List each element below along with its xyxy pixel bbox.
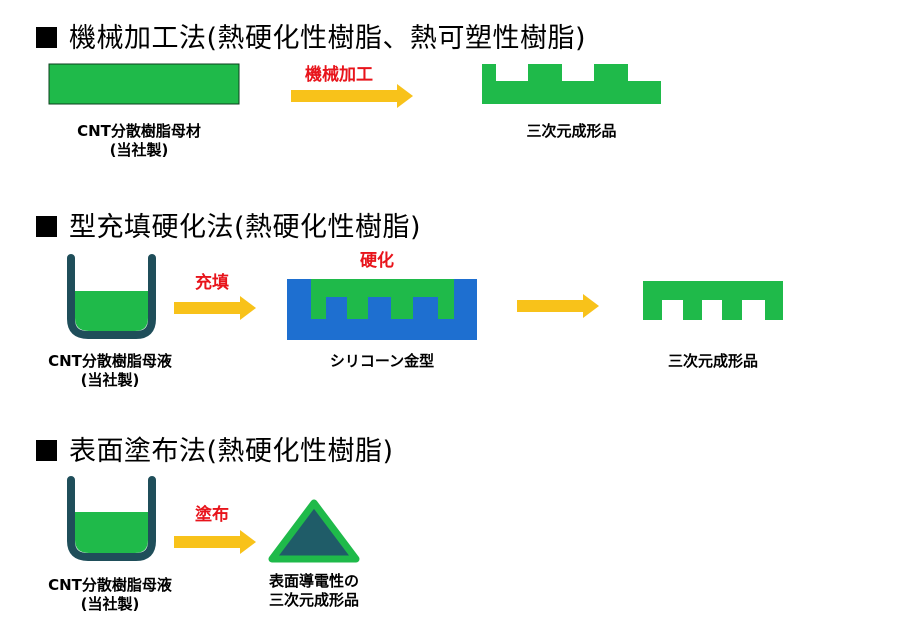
- material-sublabel: (当社製): [109, 141, 169, 159]
- liquid-fill: [75, 512, 148, 553]
- molded-part: [643, 281, 783, 320]
- resin-block: [48, 63, 240, 105]
- heading-text: 型充填硬化法(熱硬化性樹脂): [69, 212, 422, 243]
- step-label: 機械加工: [305, 65, 373, 85]
- product-label: 三次元成形品: [667, 352, 758, 370]
- section-heading-coating: 表面塗布法(熱硬化性樹脂): [36, 429, 394, 468]
- coated-triangle: [268, 499, 360, 563]
- material-name: CNT分散樹脂母液: [48, 576, 172, 594]
- heading-text: 表面塗布法(熱硬化性樹脂): [69, 436, 394, 467]
- step-label: 塗布: [195, 505, 229, 525]
- mold-label: シリコーン金型: [329, 352, 435, 370]
- step-label: 充填: [195, 273, 229, 293]
- heading-text: 機械加工法(熱硬化性樹脂、熱可塑性樹脂): [69, 23, 587, 54]
- bullet-square-icon: [36, 27, 57, 48]
- liquid-container: [67, 476, 156, 561]
- section-heading-mold-fill: 型充填硬化法(熱硬化性樹脂): [36, 205, 421, 244]
- liquid-fill: [75, 291, 148, 331]
- arrow-icon: [174, 530, 256, 554]
- material-label: CNT分散樹脂母液 (当社製): [15, 352, 205, 390]
- section-heading-machining: 機械加工法(熱硬化性樹脂、熱可塑性樹脂): [36, 16, 586, 55]
- mold-filled-resin: [311, 279, 454, 319]
- material-name: CNT分散樹脂母材: [77, 122, 201, 140]
- bullet-square-icon: [36, 216, 57, 237]
- material-sublabel: (当社製): [80, 371, 140, 389]
- material-name: CNT分散樹脂母液: [48, 352, 172, 370]
- product-label: 三次元成形品: [526, 122, 617, 140]
- product-label-line2: 三次元成形品: [268, 591, 359, 609]
- product-label-line1: 表面導電性の: [268, 572, 359, 590]
- material-label: CNT分散樹脂母液 (当社製): [15, 576, 205, 614]
- material-sublabel: (当社製): [80, 595, 140, 613]
- liquid-container: [67, 254, 156, 339]
- cure-label: 硬化: [360, 251, 394, 271]
- arrow-icon: [174, 296, 256, 320]
- material-label: CNT分散樹脂母材 (当社製): [44, 122, 234, 160]
- arrow-icon: [517, 294, 599, 318]
- product-label: 表面導電性の 三次元成形品: [234, 572, 394, 610]
- arrow-icon: [291, 84, 413, 108]
- machined-part: [482, 64, 661, 104]
- bullet-square-icon: [36, 440, 57, 461]
